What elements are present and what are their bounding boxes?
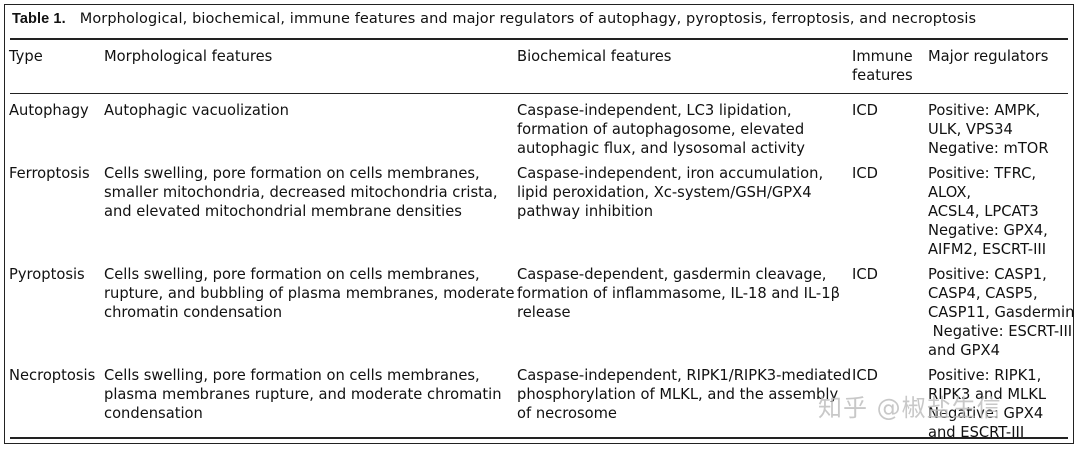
cell-line: smaller mitochondria, decreased mitochon… — [104, 184, 498, 201]
watermark-text: 知乎 @椒盐生信 — [818, 394, 1002, 422]
cell-regulators: Positive: RIPK1, RIPK3 and MLKL Negative… — [928, 366, 1074, 448]
cell-line: CASP11, Gasdermin — [928, 304, 1075, 321]
cell-line: Negative: GPX4, — [928, 222, 1048, 239]
table-row: Pyroptosis Cells swelling, pore formatio… — [9, 265, 1074, 366]
caption-rule — [10, 38, 1068, 40]
cell-line: ALOX, — [928, 184, 972, 201]
cell-immune: ICD — [852, 367, 878, 384]
cell-line: rupture, and bubbling of plasma membrane… — [104, 285, 515, 302]
features-table: Type Morphological features Biochemical … — [9, 45, 1074, 448]
cell-line: Negative: ESCRT-III — [928, 323, 1073, 340]
cell-line: release — [517, 304, 571, 321]
cell-morphological: Cells swelling, pore formation on cells … — [104, 164, 517, 265]
cell-line: ULK, VPS34 — [928, 121, 1013, 138]
cell-line: autophagic flux, and lysosomal activity — [517, 140, 805, 157]
cell-line: Positive: AMPK, — [928, 102, 1041, 119]
header-type: Type — [9, 48, 43, 65]
cell-line: Cells swelling, pore formation on cells … — [104, 165, 480, 182]
table-row: Autophagy Autophagic vacuolization Caspa… — [9, 93, 1074, 164]
bottom-rule — [10, 437, 1068, 439]
cell-line: Cells swelling, pore formation on cells … — [104, 266, 480, 283]
cell-immune: ICD — [852, 102, 878, 119]
cell-line: Caspase-independent, LC3 lipidation, — [517, 102, 792, 119]
table-caption: Table 1. Morphological, biochemical, immu… — [12, 11, 976, 27]
cell-line: ACSL4, LPCAT3 — [928, 203, 1039, 220]
header-regulators: Major regulators — [928, 48, 1049, 65]
cell-line: of necrosome — [517, 405, 617, 422]
cell-line: formation of inflammasome, IL-18 and IL-… — [517, 285, 840, 302]
cell-morphological: Cells swelling, pore formation on cells … — [104, 366, 517, 448]
cell-line: Cells swelling, pore formation on cells … — [104, 367, 480, 384]
cell-regulators: Positive: TFRC, ALOX, ACSL4, LPCAT3 Nega… — [928, 164, 1074, 265]
cell-line: phosphorylation of MLKL, and the assembl… — [517, 386, 839, 403]
cell-biochemical: Caspase-dependent, gasdermin cleavage, f… — [517, 265, 852, 366]
cell-regulators: Positive: AMPK, ULK, VPS34 Negative: mTO… — [928, 93, 1074, 164]
cell-type: Pyroptosis — [9, 266, 85, 283]
header-immune-line1: Immune — [852, 48, 913, 65]
cell-line: Negative: GPX4 — [928, 405, 1044, 422]
cell-line: lipid peroxidation, Xc-system/GSH/GPX4 — [517, 184, 812, 201]
cell-line: Positive: RIPK1, — [928, 367, 1042, 384]
cell-biochemical: Caspase-independent, iron accumulation, … — [517, 164, 852, 265]
cell-line: formation of autophagosome, elevated — [517, 121, 805, 138]
cell-regulators: Positive: CASP1, CASP4, CASP5, CASP11, G… — [928, 265, 1074, 366]
table-caption-label: Table 1. — [12, 11, 66, 27]
cell-immune: ICD — [852, 165, 878, 182]
cell-biochemical: Caspase-independent, LC3 lipidation, for… — [517, 93, 852, 164]
cell-line: Negative: mTOR — [928, 140, 1049, 157]
cell-line: pathway inhibition — [517, 203, 654, 220]
cell-line: Positive: CASP1, — [928, 266, 1047, 283]
cell-type: Autophagy — [9, 102, 89, 119]
cell-biochemical: Caspase-independent, RIPK1/RIPK3-mediate… — [517, 366, 852, 448]
cell-immune: ICD — [852, 266, 878, 283]
cell-line: chromatin condensation — [104, 304, 283, 321]
cell-line: Caspase-independent, RIPK1/RIPK3-mediate… — [517, 367, 852, 384]
header-rule — [10, 93, 1068, 94]
cell-line: Autophagic vacuolization — [104, 102, 289, 119]
cell-line: condensation — [104, 405, 203, 422]
table-caption-text: Morphological, biochemical, immune featu… — [79, 11, 977, 27]
cell-line: and elevated mitochondrial membrane dens… — [104, 203, 462, 220]
header-biochemical: Biochemical features — [517, 48, 672, 65]
cell-line: and ESCRT-III — [928, 424, 1025, 441]
cell-line: plasma membranes rupture, and moderate c… — [104, 386, 502, 403]
table-row: Necroptosis Cells swelling, pore formati… — [9, 366, 1074, 448]
cell-type: Necroptosis — [9, 367, 96, 384]
cell-morphological: Cells swelling, pore formation on cells … — [104, 265, 517, 366]
header-row: Type Morphological features Biochemical … — [9, 45, 1074, 93]
cell-line: RIPK3 and MLKL — [928, 386, 1047, 403]
table-row: Ferroptosis Cells swelling, pore formati… — [9, 164, 1074, 265]
cell-line: AIFM2, ESCRT-III — [928, 241, 1047, 258]
cell-morphological: Autophagic vacuolization — [104, 93, 517, 164]
cell-line: CASP4, CASP5, — [928, 285, 1038, 302]
cell-type: Ferroptosis — [9, 165, 90, 182]
header-morphological: Morphological features — [104, 48, 273, 65]
table-frame — [4, 4, 1074, 444]
header-immune: Immune features — [852, 45, 928, 93]
cell-line: Positive: TFRC, — [928, 165, 1037, 182]
header-immune-line2: features — [852, 67, 913, 84]
cell-line: Caspase-dependent, gasdermin cleavage, — [517, 266, 827, 283]
cell-line: Caspase-independent, iron accumulation, — [517, 165, 824, 182]
cell-line: and GPX4 — [928, 342, 1000, 359]
